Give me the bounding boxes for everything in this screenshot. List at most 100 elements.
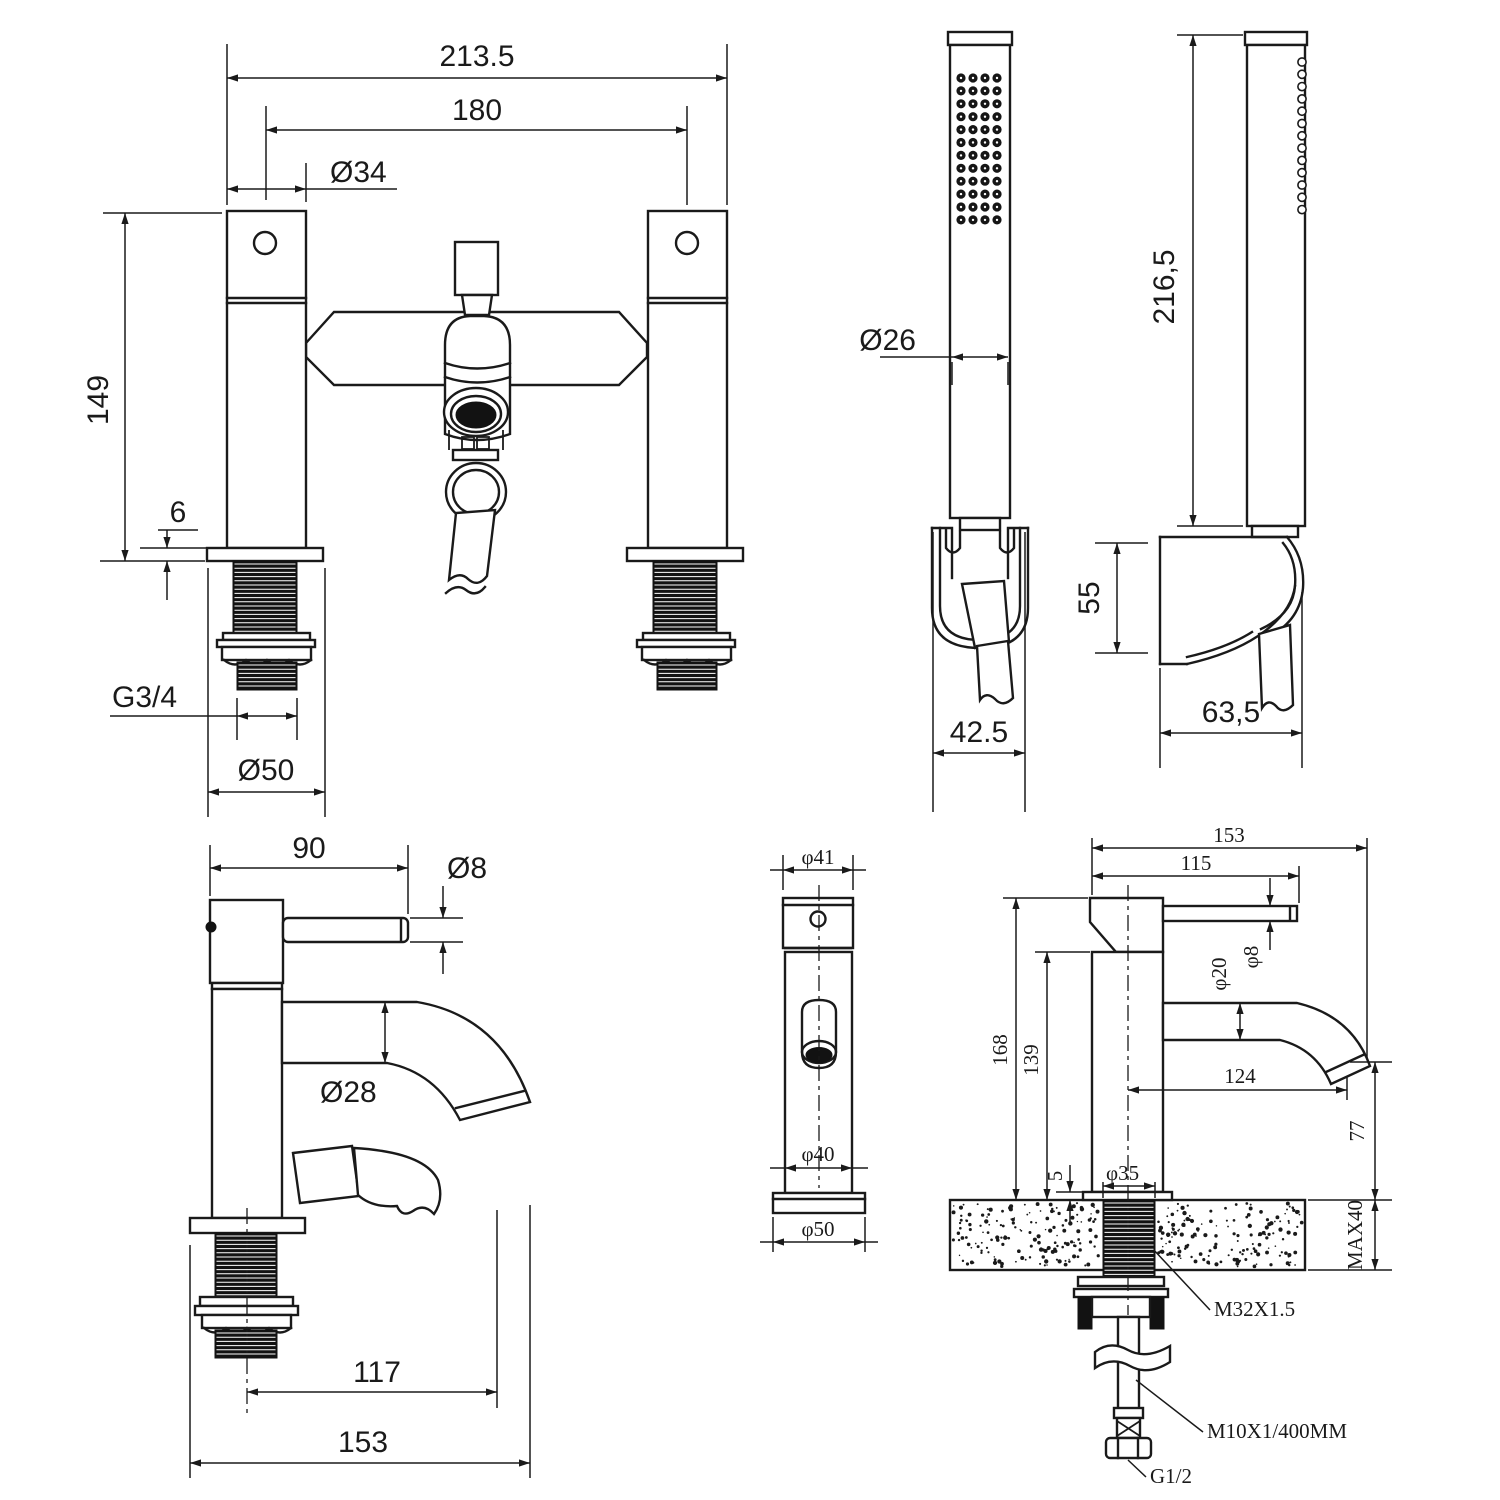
locknut (640, 645, 733, 662)
tap-body (783, 950, 854, 1195)
callout-label: G1/2 (1150, 1464, 1192, 1488)
dim-label: Ø8 (447, 852, 487, 885)
panel-hand-shower: Ø26 42.5 (859, 30, 1309, 812)
dim-label: 168 (988, 1034, 1012, 1066)
dim-label: 77 (1345, 1121, 1369, 1142)
mixer-left-tail (205, 546, 325, 691)
tap-head-side (1088, 896, 1165, 954)
hand-shower-side: 216,5 55 63,5 (1073, 30, 1309, 768)
dim-label: 5 (1043, 1171, 1067, 1182)
spout-collar (451, 448, 500, 462)
dim-base-plate: 5 (1043, 1165, 1082, 1224)
wall-bracket-side (1158, 535, 1305, 713)
panel-basin-tap-front: φ41 φ40 φ50 (760, 845, 878, 1252)
dim-label: 55 (1073, 581, 1106, 614)
dim-label: 124 (1224, 1064, 1256, 1088)
dim-overall-depth: 153 (189, 1205, 531, 1478)
label-supply-hose: M10X1/400MM (1135, 1379, 1347, 1443)
dim-label: φ8 (1239, 946, 1263, 969)
dim-label: 115 (1181, 851, 1212, 875)
dim-label: 153 (1213, 823, 1245, 847)
dim-spout-diameter: Ø28 (320, 1002, 389, 1109)
dim-base-diameter: φ50 (760, 1217, 878, 1252)
dim-spout-reach: 124 (1128, 1064, 1348, 1100)
flange (205, 546, 325, 563)
dim-label: φ20 (1207, 957, 1231, 990)
dim-tail-diameter: φ35 (1102, 1161, 1156, 1198)
index-hole (674, 230, 700, 256)
tap-cartridge (208, 898, 285, 985)
dim-bracket-width: 42.5 (932, 532, 1026, 812)
dim-spout-reach: 117 (247, 1210, 498, 1408)
dim-head-diameter: Ø26 (859, 324, 1009, 385)
dim-label: 6 (170, 496, 187, 529)
label-hose-nut: G1/2 (1127, 1459, 1192, 1488)
dim-label: 90 (292, 832, 325, 865)
dim-label: 149 (82, 375, 115, 425)
panel-basin-tap-section: 153 115 φ8 φ20 168 (948, 823, 1392, 1488)
dim-body-height: 149 (82, 212, 222, 562)
mixer-centre-body (442, 240, 512, 595)
locknut (1090, 1295, 1152, 1319)
dim-label: Ø34 (330, 156, 387, 189)
dim-label: φ35 (1106, 1161, 1139, 1185)
hose-connector (960, 579, 1011, 650)
wall-bracket-front (930, 526, 1030, 705)
dim-lever-diameter: Ø8 (410, 852, 487, 974)
dim-label: 180 (452, 94, 502, 127)
spray-hole-grid (956, 73, 1002, 225)
tap-head (781, 896, 855, 950)
dim-label: 216,5 (1148, 249, 1181, 324)
dim-spout-diameter: φ20 (1207, 957, 1244, 1040)
dim-label: 213.5 (439, 40, 514, 73)
dim-label: 63,5 (1202, 696, 1260, 729)
tap-body (210, 987, 284, 1220)
dim-lever-reach: 115 (1092, 851, 1300, 903)
hose-nut (1104, 1436, 1153, 1460)
dim-lever-length: 90 (209, 832, 409, 914)
dim-overall-length: 216,5 (1148, 34, 1243, 527)
pipe-break (1093, 1343, 1172, 1372)
dim-label: φ40 (801, 1142, 834, 1166)
hose-break (975, 639, 1015, 705)
diverter-knob (453, 240, 500, 297)
dim-spout-outlet-height: 77 (1345, 1061, 1392, 1200)
index-pin (205, 921, 217, 933)
dim-label: G3/4 (112, 681, 177, 714)
dim-counter-max: MAX40 (1308, 1199, 1392, 1271)
dim-inlet-thread: G3/4 (110, 681, 298, 740)
dim-overall-depth: 153 (1091, 823, 1368, 1058)
thread (214, 1329, 278, 1359)
dim-label: Ø28 (320, 1076, 377, 1109)
handle-cap (1243, 30, 1309, 47)
dim-deck-plate: 6 (140, 496, 206, 600)
tap-base (771, 1191, 867, 1215)
dim-overall-width: 213.5 (226, 40, 728, 205)
handle-body (948, 43, 1012, 520)
tap-spout (280, 1000, 532, 1122)
dim-lever-diameter: φ8 (1239, 878, 1292, 968)
handle-cap (946, 30, 1014, 47)
locknut (220, 645, 313, 662)
nozzle-profile-dots (1297, 57, 1307, 215)
dim-label: 42.5 (950, 716, 1008, 749)
dim-label: 139 (1019, 1044, 1043, 1076)
thread-hatch (216, 563, 1154, 1355)
dim-bracket-height: 55 (1073, 542, 1148, 654)
hose-break (1257, 623, 1295, 713)
mixer-left-pillar (225, 209, 308, 550)
label-tail-thread: M32X1.5 (1151, 1247, 1295, 1321)
thread (656, 661, 718, 691)
tap-spout-side (1161, 1001, 1372, 1086)
handle-body (1245, 43, 1307, 528)
panel-basin-tap-side: 90 Ø8 Ø28 117 153 (188, 832, 532, 1478)
tap-lever (281, 916, 410, 944)
dim-head-diameter: φ41 (770, 845, 866, 890)
dim-label: φ50 (801, 1217, 834, 1241)
dim-spout-base-height: 139 (1019, 951, 1090, 1200)
index-hole (252, 230, 278, 256)
dim-bracket-depth: 63,5 (1159, 592, 1303, 768)
dim-overall-height: 168 (988, 897, 1088, 1200)
